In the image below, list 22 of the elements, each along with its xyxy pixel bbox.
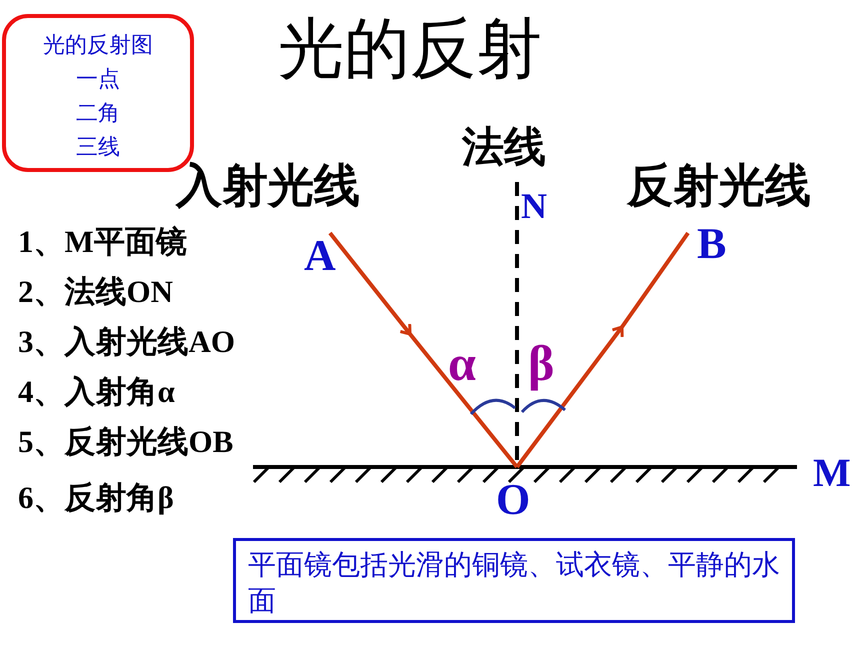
box-text: 平面镜包括光滑的铜镜、试衣镜、平静的水面 <box>248 547 780 620</box>
list-item: 3、入射光线AO <box>18 326 235 357</box>
list-item: 6、反射角β <box>18 482 174 513</box>
ray-label: 入射光线 <box>176 162 360 208</box>
ray-label: 反射光线 <box>627 162 811 208</box>
box-text: 光的反射图 <box>42 31 154 59</box>
axis-label: 法线 <box>462 126 546 168</box>
title: 光的反射 <box>278 16 542 82</box>
note-box <box>233 538 795 623</box>
point-label: A <box>304 234 336 278</box>
box-text: 三线 <box>75 133 121 162</box>
point-label: B <box>697 222 726 266</box>
point-label: O <box>496 478 530 522</box>
point-label: N <box>521 188 547 224</box>
list-item: 1、M平面镜 <box>18 226 187 257</box>
list-item: 2、法线ON <box>18 276 173 307</box>
list-item: 4、入射角α <box>18 376 175 407</box>
box-text: 二角 <box>75 99 121 128</box>
list-item: 5、反射光线OB <box>18 426 234 457</box>
point-label: M <box>813 453 851 493</box>
angle-label: α <box>448 338 476 388</box>
box-text: 一点 <box>75 65 121 94</box>
